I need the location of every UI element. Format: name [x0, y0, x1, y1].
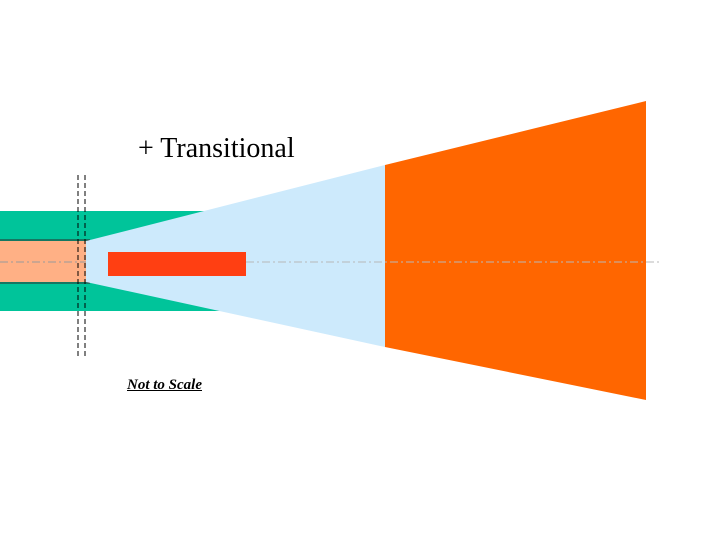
runway-bar — [108, 252, 246, 276]
approach-zone — [385, 101, 646, 400]
diagram-label: + Transitional — [138, 133, 295, 164]
scale-note: Not to Scale — [127, 377, 202, 393]
